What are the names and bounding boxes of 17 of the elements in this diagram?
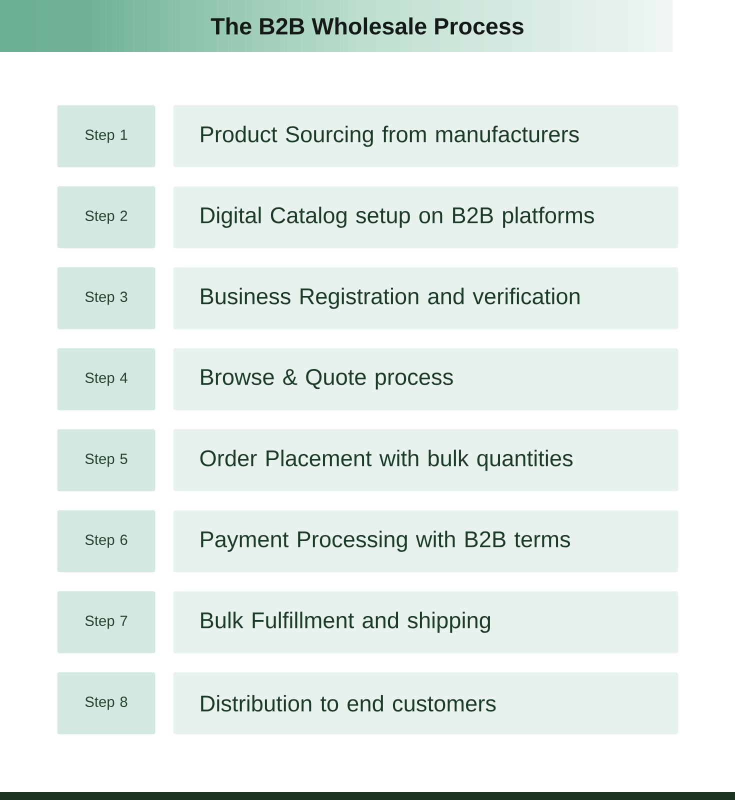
step-description-box: Browse & Quote process bbox=[173, 348, 678, 410]
step-label-box: Step 3 bbox=[57, 267, 156, 330]
step-description-box: Distribution to end customers bbox=[173, 672, 678, 734]
step-description-box: Product Sourcing from manufacturers bbox=[173, 105, 678, 168]
step-description-box: Digital Catalog setup on B2B platforms bbox=[173, 186, 678, 248]
step-description-box: Payment Processing with B2B terms bbox=[173, 510, 678, 572]
step-label-box: Step 6 bbox=[57, 510, 156, 572]
step-label-box: Step 1 bbox=[57, 105, 156, 168]
step-label-box: Step 2 bbox=[57, 186, 156, 248]
step-description-box: Bulk Fulfillment and shipping bbox=[173, 591, 678, 654]
title: The B2B Wholesale Process bbox=[210, 17, 524, 35]
step-label-box: Step 4 bbox=[57, 348, 156, 410]
step-description-box: Order Placement with bulk quantities bbox=[173, 429, 678, 492]
step-description-box: Business Registration and verification bbox=[173, 267, 678, 330]
step-label-box: Step 7 bbox=[57, 591, 156, 654]
step-label-box: Step 5 bbox=[57, 429, 156, 492]
step-label-box: Step 8 bbox=[57, 672, 156, 734]
